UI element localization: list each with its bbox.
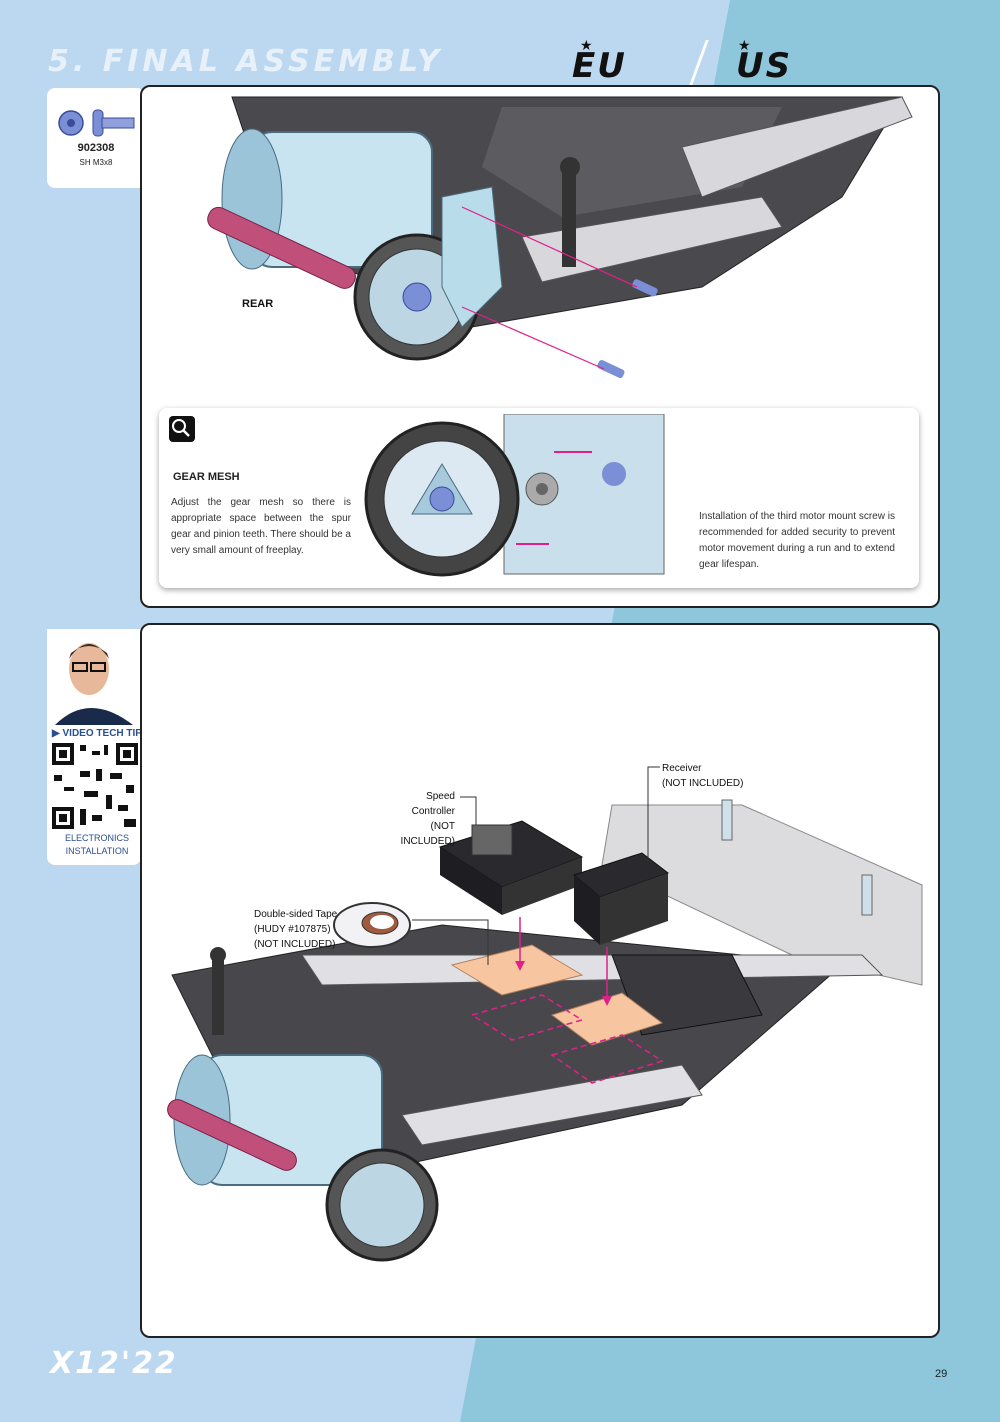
part-tab: 902308 SH M3x8	[47, 88, 145, 188]
eu-logo-text: EU	[572, 46, 627, 86]
speed-controller-label-line1: Speed Controller	[411, 791, 455, 817]
video-tab	[47, 629, 141, 865]
star-icon: ★	[738, 38, 753, 54]
star-icon: ★	[580, 38, 595, 54]
us-logo-text: US	[736, 46, 793, 86]
receiver-label-line1: Receiver	[662, 763, 702, 774]
speed-controller-label: Speed Controller (NOT INCLUDED)	[380, 789, 455, 849]
motor-mount-illustration	[207, 96, 913, 379]
qr-code[interactable]	[50, 741, 140, 831]
tape-label-line3: (NOT INCLUDED)	[254, 939, 336, 950]
video-topic: ELECTRONICS INSTALLATION	[50, 832, 144, 858]
video-topic-line1: ELECTRONICS	[64, 833, 129, 843]
play-icon: ▶	[52, 728, 60, 739]
gear-mesh-illustration	[364, 414, 665, 577]
eu-logo: ★ EU	[572, 38, 627, 86]
model-name: X12'22	[50, 1346, 178, 1381]
step2-panel: Receiver (NOT INCLUDED) Speed Controller…	[140, 623, 940, 1338]
install-note: Installation of the third motor mount sc…	[699, 511, 895, 570]
tape-label: Double-sided Tape (HUDY #107875) (NOT IN…	[254, 907, 337, 952]
video-tech-tip-label[interactable]: ▶ VIDEO TECH TIP	[50, 728, 144, 739]
detail-magnifier-icon	[169, 416, 195, 442]
rear-label: REAR	[242, 298, 274, 310]
video-topic-line2: INSTALLATION	[65, 846, 129, 856]
detail-text: Adjust the gear mesh so there is appropr…	[171, 497, 351, 556]
detail-box: GEAR MESH Adjust the gear mesh so there …	[159, 408, 919, 588]
tape-label-line1: Double-sided Tape	[254, 909, 338, 920]
part-code: 902308	[77, 142, 115, 154]
electronics-installation-illustration	[167, 766, 923, 1262]
part-size: SH M3x8	[79, 158, 113, 167]
receiver-label-line2: (NOT INCLUDED)	[662, 778, 744, 789]
footer-background	[0, 1340, 290, 1422]
video-tech-tip-text: VIDEO TECH TIP	[62, 728, 142, 739]
us-logo: ★ US	[736, 38, 793, 86]
detail-title: GEAR MESH	[173, 471, 240, 483]
tape-label-line2: (HUDY #107875)	[254, 924, 331, 935]
speed-controller-label-line2: (NOT INCLUDED)	[400, 821, 455, 847]
screw-icon	[58, 109, 135, 137]
section-title: 5. FINAL ASSEMBLY	[48, 44, 443, 79]
step1-panel: REAR	[140, 85, 940, 608]
page-number: 29	[935, 1368, 948, 1380]
receiver-label: Receiver (NOT INCLUDED)	[662, 761, 743, 791]
technician-avatar	[47, 629, 141, 725]
